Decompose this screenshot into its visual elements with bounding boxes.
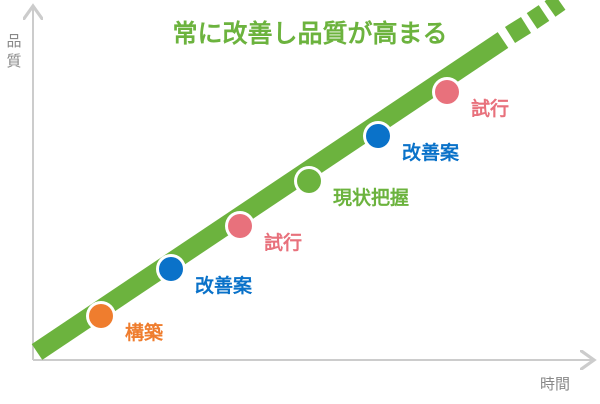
improvement-idea-step-2: 改善案 (156, 254, 253, 297)
step-label: 構築 (125, 321, 164, 344)
y-axis-label-char-1: 品 (6, 32, 21, 50)
improvement-idea-step-5: 改善案 (363, 121, 460, 164)
step-label: 現状把握 (333, 186, 409, 209)
step-marker-dot (297, 169, 321, 193)
trial-step-6: 試行 (432, 77, 509, 120)
progress-band-main (31, 32, 509, 360)
step-marker-dot (435, 80, 459, 104)
progress-band-dash-1 (504, 16, 532, 44)
step-marker-dot (228, 214, 252, 238)
step-marker-dot (89, 304, 113, 328)
situation-check-step-4: 現状把握 (294, 166, 409, 209)
progress-band-dash-3 (544, 0, 566, 17)
page-title: 常に改善し品質が高まる (172, 19, 447, 48)
step-label: 試行 (264, 231, 302, 254)
x-axis-label: 時間 (540, 375, 570, 393)
y-axis-label-char-2: 質 (6, 52, 21, 70)
step-label: 試行 (471, 97, 509, 120)
step-marker-dot (366, 124, 390, 148)
build-step-1: 構築 (86, 301, 164, 344)
progress-band (31, 0, 566, 360)
step-label: 改善案 (402, 141, 460, 164)
progress-band-dash-2 (526, 5, 550, 29)
step-marker-dot (159, 257, 183, 281)
step-label: 改善案 (195, 274, 253, 297)
trial-step-3: 試行 (225, 211, 302, 254)
